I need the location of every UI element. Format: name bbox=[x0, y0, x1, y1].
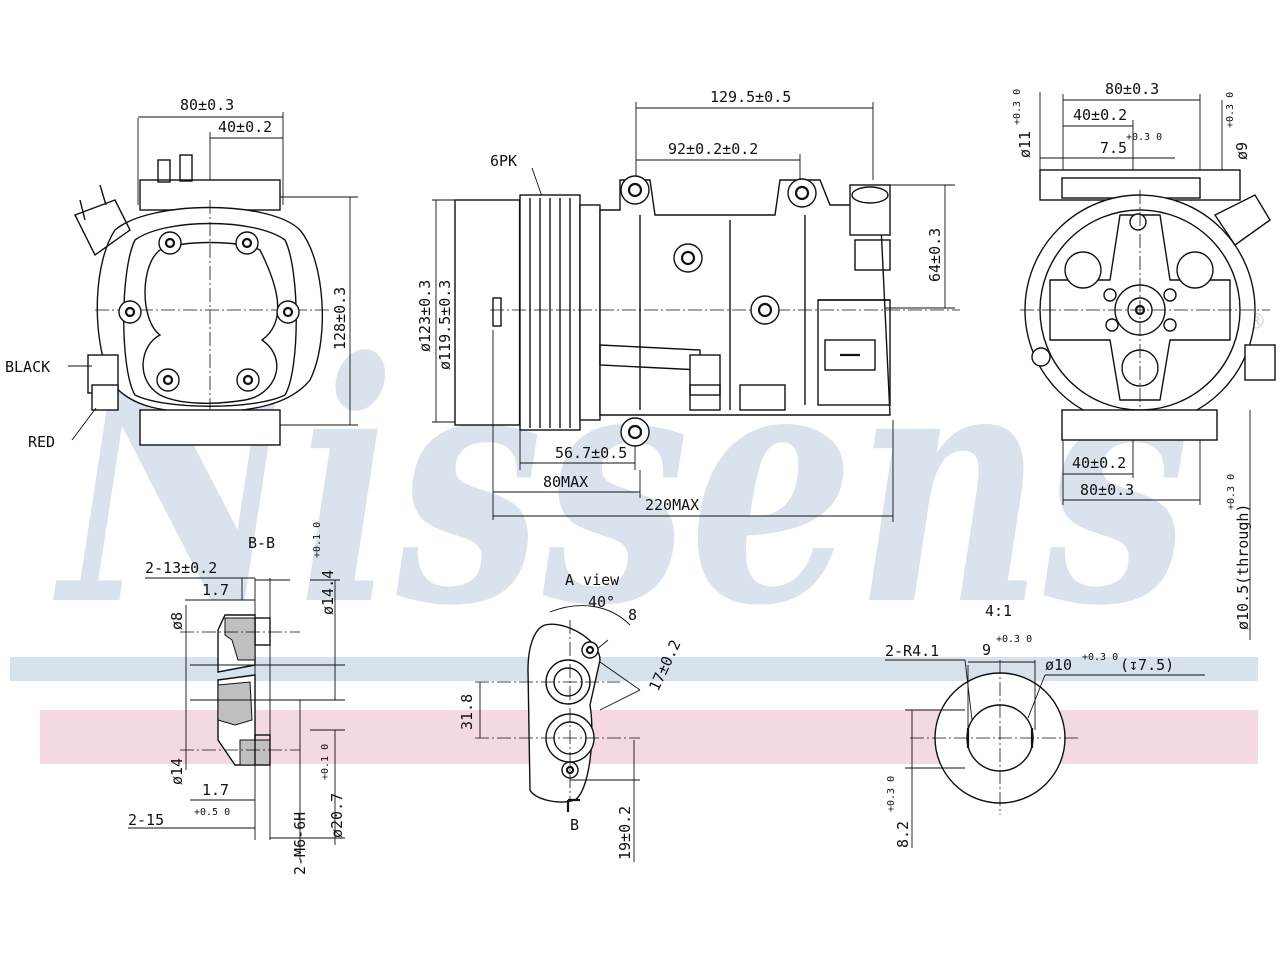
bb-dim-2x15: 2-15 bbox=[128, 811, 164, 829]
bb-dim-1-7-top: 1.7 bbox=[202, 581, 229, 599]
detail-dim-r4-1: 2-R4.1 bbox=[885, 642, 939, 660]
detail-view: 4:1 2-R4.1 9 +0.3 0 ø10 +0.3 0 (↧7.5) 8.… bbox=[885, 602, 1205, 848]
detail-dim-d10-tol: +0.3 0 bbox=[1082, 652, 1118, 663]
front-dim-width: 80±0.3 bbox=[180, 96, 234, 114]
rear-dim-d10-5-tol: +0.3 0 bbox=[1226, 474, 1237, 510]
bb-dim-thread: 2-M6-6H bbox=[291, 812, 309, 875]
rear-dim-top-80: 80±0.3 bbox=[1105, 80, 1159, 98]
front-view: 80±0.3 40±0.2 128±0.3 bbox=[5, 96, 358, 451]
rear-dim-d9-tol: +0.3 0 bbox=[1225, 92, 1236, 128]
front-dim-half: 40±0.2 bbox=[218, 118, 272, 136]
dim-64: 64±0.3 bbox=[926, 228, 944, 282]
side-view: 129.5±0.5 92±0.2±0.2 6PK 64±0.3 ø123±0.3… bbox=[416, 88, 960, 522]
bb-dim-d8: ø8 bbox=[168, 612, 186, 630]
front-dim-height: 128±0.3 bbox=[331, 287, 349, 350]
front-bolts bbox=[118, 231, 300, 392]
detail-dim-9-tol: +0.3 0 bbox=[996, 634, 1032, 645]
detail-dim-depth: (↧7.5) bbox=[1120, 656, 1174, 674]
bb-dim-d14-4-tol: +0.1 0 bbox=[312, 522, 323, 558]
detail-dim-9: 9 bbox=[982, 641, 991, 659]
rear-dim-d10-5: ø10.5(through) bbox=[1234, 504, 1252, 630]
label-red-wire: RED bbox=[28, 433, 55, 451]
label-belt-6pk: 6PK bbox=[490, 152, 517, 170]
rear-dim-bot-40: 40±0.2 bbox=[1072, 454, 1126, 472]
bb-dim-d14-4: ø14.4 bbox=[319, 570, 337, 615]
bb-dim-2x15-tol: +0.5 0 bbox=[194, 807, 230, 818]
bb-dim-d20-7: ø20.7 bbox=[328, 793, 346, 838]
section-bb-title: B-B bbox=[248, 534, 275, 552]
bb-dim-1-7-bot: 1.7 bbox=[202, 781, 229, 799]
rear-dim-d11-tol: +0.3 0 bbox=[1012, 89, 1023, 125]
bb-dim-d14: ø14 bbox=[168, 758, 186, 785]
view-a-dim-19: 19±0.2 bbox=[616, 806, 634, 860]
rear-dim-d11: ø11 bbox=[1016, 131, 1034, 158]
rear-dim-top-40: 40±0.2 bbox=[1073, 106, 1127, 124]
view-a-dim-31-8: 31.8 bbox=[458, 694, 476, 730]
rear-dim-7-5-tol: +0.3 0 bbox=[1126, 132, 1162, 143]
detail-dim-d10: ø10 bbox=[1045, 656, 1072, 674]
label-black-wire: BLACK bbox=[5, 358, 50, 376]
rear-dim-d9: ø9 bbox=[1233, 142, 1251, 160]
dim-56-7: 56.7±0.5 bbox=[555, 444, 627, 462]
dim-129-5: 129.5±0.5 bbox=[710, 88, 791, 106]
rear-dim-bot-80: 80±0.3 bbox=[1080, 481, 1134, 499]
bb-dim-2x13: 2-13±0.2 bbox=[145, 559, 217, 577]
rear-view: 80±0.3 40±0.2 7.5 +0.3 0 ø11 +0.3 0 ø9 +… bbox=[1012, 80, 1276, 640]
detail-scale: 4:1 bbox=[985, 602, 1012, 620]
bb-dim-d20-7-tol: +0.1 0 bbox=[320, 744, 331, 780]
dim-92: 92±0.2±0.2 bbox=[668, 140, 758, 158]
rear-dim-7-5: 7.5 bbox=[1100, 139, 1127, 157]
view-a-dim-8: 8 bbox=[628, 606, 637, 624]
dim-80max: 80MAX bbox=[543, 473, 588, 491]
dim-d119-5: ø119.5±0.3 bbox=[436, 280, 454, 370]
dim-d123: ø123±0.3 bbox=[416, 280, 434, 352]
section-b-b: B-B 2-13±0.2 1.7 ø8 ø14 ø14.4 +0.1 0 1.7… bbox=[128, 522, 346, 875]
view-a-section-mark: B bbox=[570, 816, 579, 834]
view-a-title: A view bbox=[565, 571, 620, 589]
detail-dim-8-2: 8.2 bbox=[894, 821, 912, 848]
dim-220max: 220MAX bbox=[645, 496, 699, 514]
detail-dim-8-2-tol: +0.3 0 bbox=[886, 776, 897, 812]
